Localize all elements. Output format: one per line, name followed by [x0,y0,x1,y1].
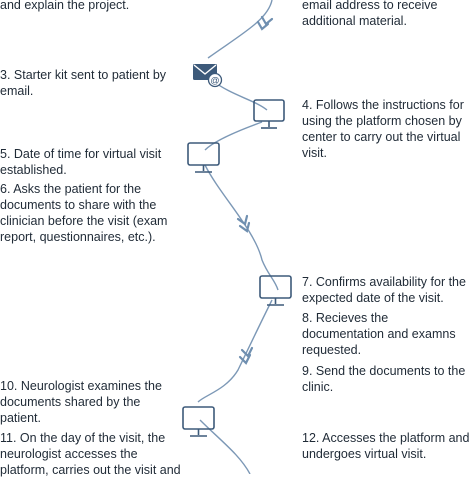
step-11-text: 11. On the day of the visit, the neurolo… [0,431,181,477]
step-2-text-fragment: and explain the project. [0,0,130,12]
monitor-icon [259,275,292,306]
flow-arrow-2 [236,214,251,233]
step-3-text: 3. Starter kit sent to patient by email. [0,68,167,98]
svg-text:@: @ [210,76,219,86]
step-5-text: 5. Date of time for virtual visit establ… [0,147,162,177]
step-10-text: 10. Neurologist examines the documents s… [0,379,162,425]
flow-path [197,0,279,474]
monitor-icon [253,99,285,129]
monitor-icon [182,406,215,437]
step-9-text: 9. Send the documents to the clinic. [302,364,466,394]
step-12-text: 12. Accesses the platform and undergoes … [302,431,470,461]
step-4-text: 4. Follows the instructions for using th… [302,98,464,160]
step-7-text: 7. Confirms availability for the expecte… [302,275,466,305]
step-6-text: 6. Asks the patient for the documents to… [0,182,168,244]
email-icon: @ [193,64,223,88]
flow-arrow-1 [256,15,274,31]
step-1-text-fragment: email address to receive additional mate… [302,0,438,28]
step-8-text: 8. Recieves the documentation and examns… [302,311,456,357]
monitor-icon [187,142,220,173]
flow-arrow-3 [238,346,254,365]
